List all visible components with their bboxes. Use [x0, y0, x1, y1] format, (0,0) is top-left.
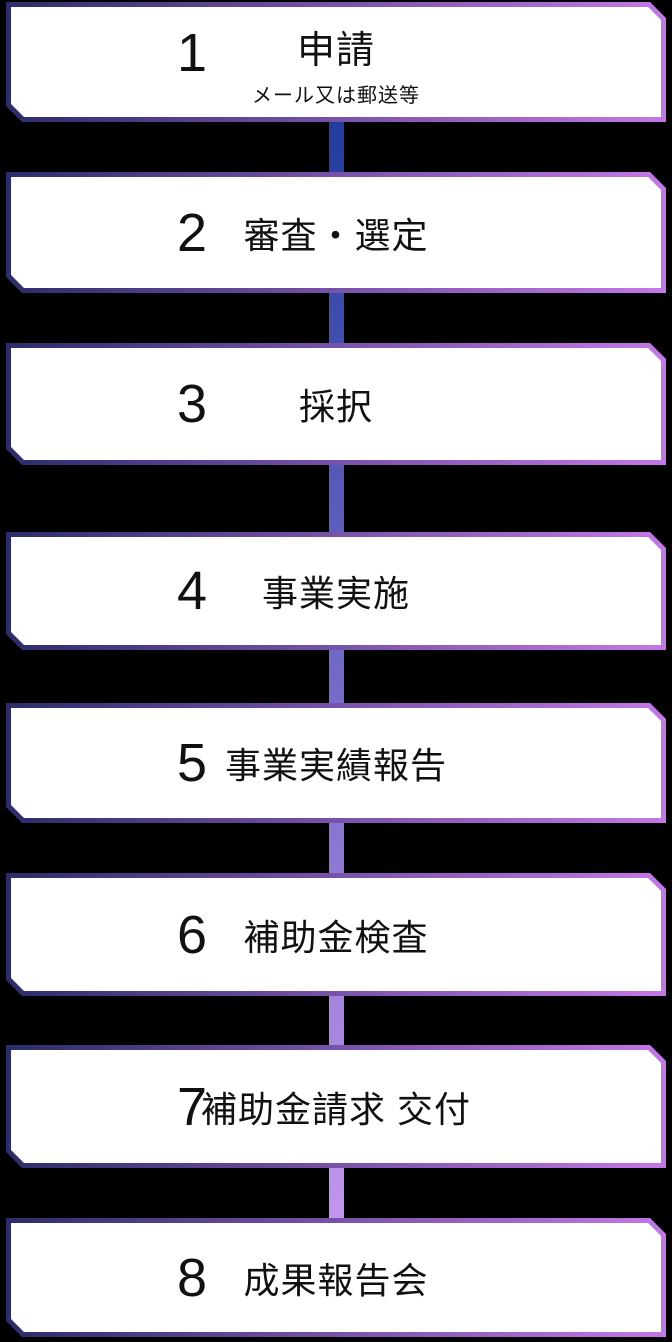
step-box-inner: 5 事業実績報告 [11, 708, 661, 818]
step-title: 事業実績報告 [224, 745, 447, 786]
step-number: 2 [176, 202, 208, 263]
step-title: 申請 [296, 29, 375, 72]
step-title: 採択 [298, 386, 373, 427]
step-number: 7 [176, 1076, 208, 1137]
step-number: 5 [176, 733, 208, 793]
step-box-inner: 1 申請 メール又は郵送等 [11, 7, 661, 117]
step-box-inner: 6 補助金検査 [11, 878, 661, 991]
step-title: 審査・選定 [243, 214, 429, 256]
step-box-inner: 3 採択 [11, 348, 661, 460]
step-box-inner: 2 審査・選定 [11, 177, 661, 288]
step-number: 6 [176, 904, 208, 965]
step-title: 補助金請求 交付 [200, 1088, 471, 1130]
step-box-8: 8 成果報告会 [6, 1218, 666, 1337]
step-box-inner: 4 事業実施 [11, 537, 661, 645]
step-box-inner: 8 成果報告会 [11, 1223, 661, 1332]
step-box-3: 3 採択 [6, 343, 666, 465]
step-box-1: 1 申請 メール又は郵送等 [6, 2, 666, 122]
step-box-inner: 7 補助金請求 交付 [11, 1050, 661, 1163]
step-title: 事業実施 [261, 573, 410, 614]
step-number: 3 [176, 374, 208, 434]
step-box-2: 2 審査・選定 [6, 172, 666, 293]
step-box-6: 6 補助金検査 [6, 873, 666, 996]
step-subtitle: メール又は郵送等 [252, 84, 420, 107]
step-title: 成果報告会 [243, 1259, 429, 1301]
step-box-5: 5 事業実績報告 [6, 703, 666, 823]
step-number: 8 [176, 1247, 208, 1308]
step-title: 補助金検査 [243, 916, 429, 958]
step-number: 4 [176, 561, 208, 621]
step-number: 1 [176, 23, 208, 83]
step-box-7: 7 補助金請求 交付 [6, 1045, 666, 1168]
step-box-4: 4 事業実施 [6, 532, 666, 650]
